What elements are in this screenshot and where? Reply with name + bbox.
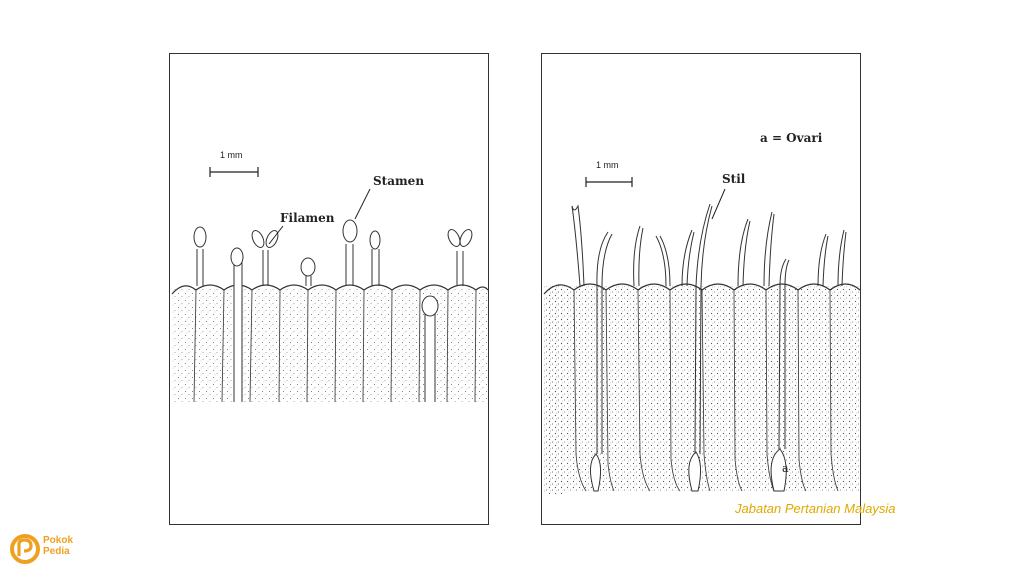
filamen-pointer [268,225,284,245]
ovary-label: a [782,462,789,475]
flower-tubes [171,284,489,403]
stil-pointer [711,188,726,220]
right-diagram-panel: a = Ovari 1 mm Stil a [541,53,861,525]
scale-label: 1 mm [596,160,619,170]
stamens [193,219,473,402]
pistillate-flowers-illustration [543,177,861,494]
stamen-pointer [354,188,371,220]
logo-line2: Pedia [43,546,70,557]
logo-line1: Pokok [43,535,74,546]
stamen-label: Stamen [373,174,425,188]
filamen-label: Filamen [280,211,335,225]
flower-tubes [543,283,861,494]
styles [571,203,847,455]
legend-ovari: a = Ovari [760,131,823,145]
credit-text: Jabatan Pertanian Malaysia [735,501,896,516]
left-diagram-panel: 1 mm Stamen Filamen [169,53,489,525]
pokokpedia-logo: Pokok Pedia [10,532,90,568]
staminate-flowers-illustration [171,167,489,403]
stil-label: Stil [722,172,746,186]
pokokpedia-logo-icon [10,534,40,564]
scale-label: 1 mm [220,150,243,160]
